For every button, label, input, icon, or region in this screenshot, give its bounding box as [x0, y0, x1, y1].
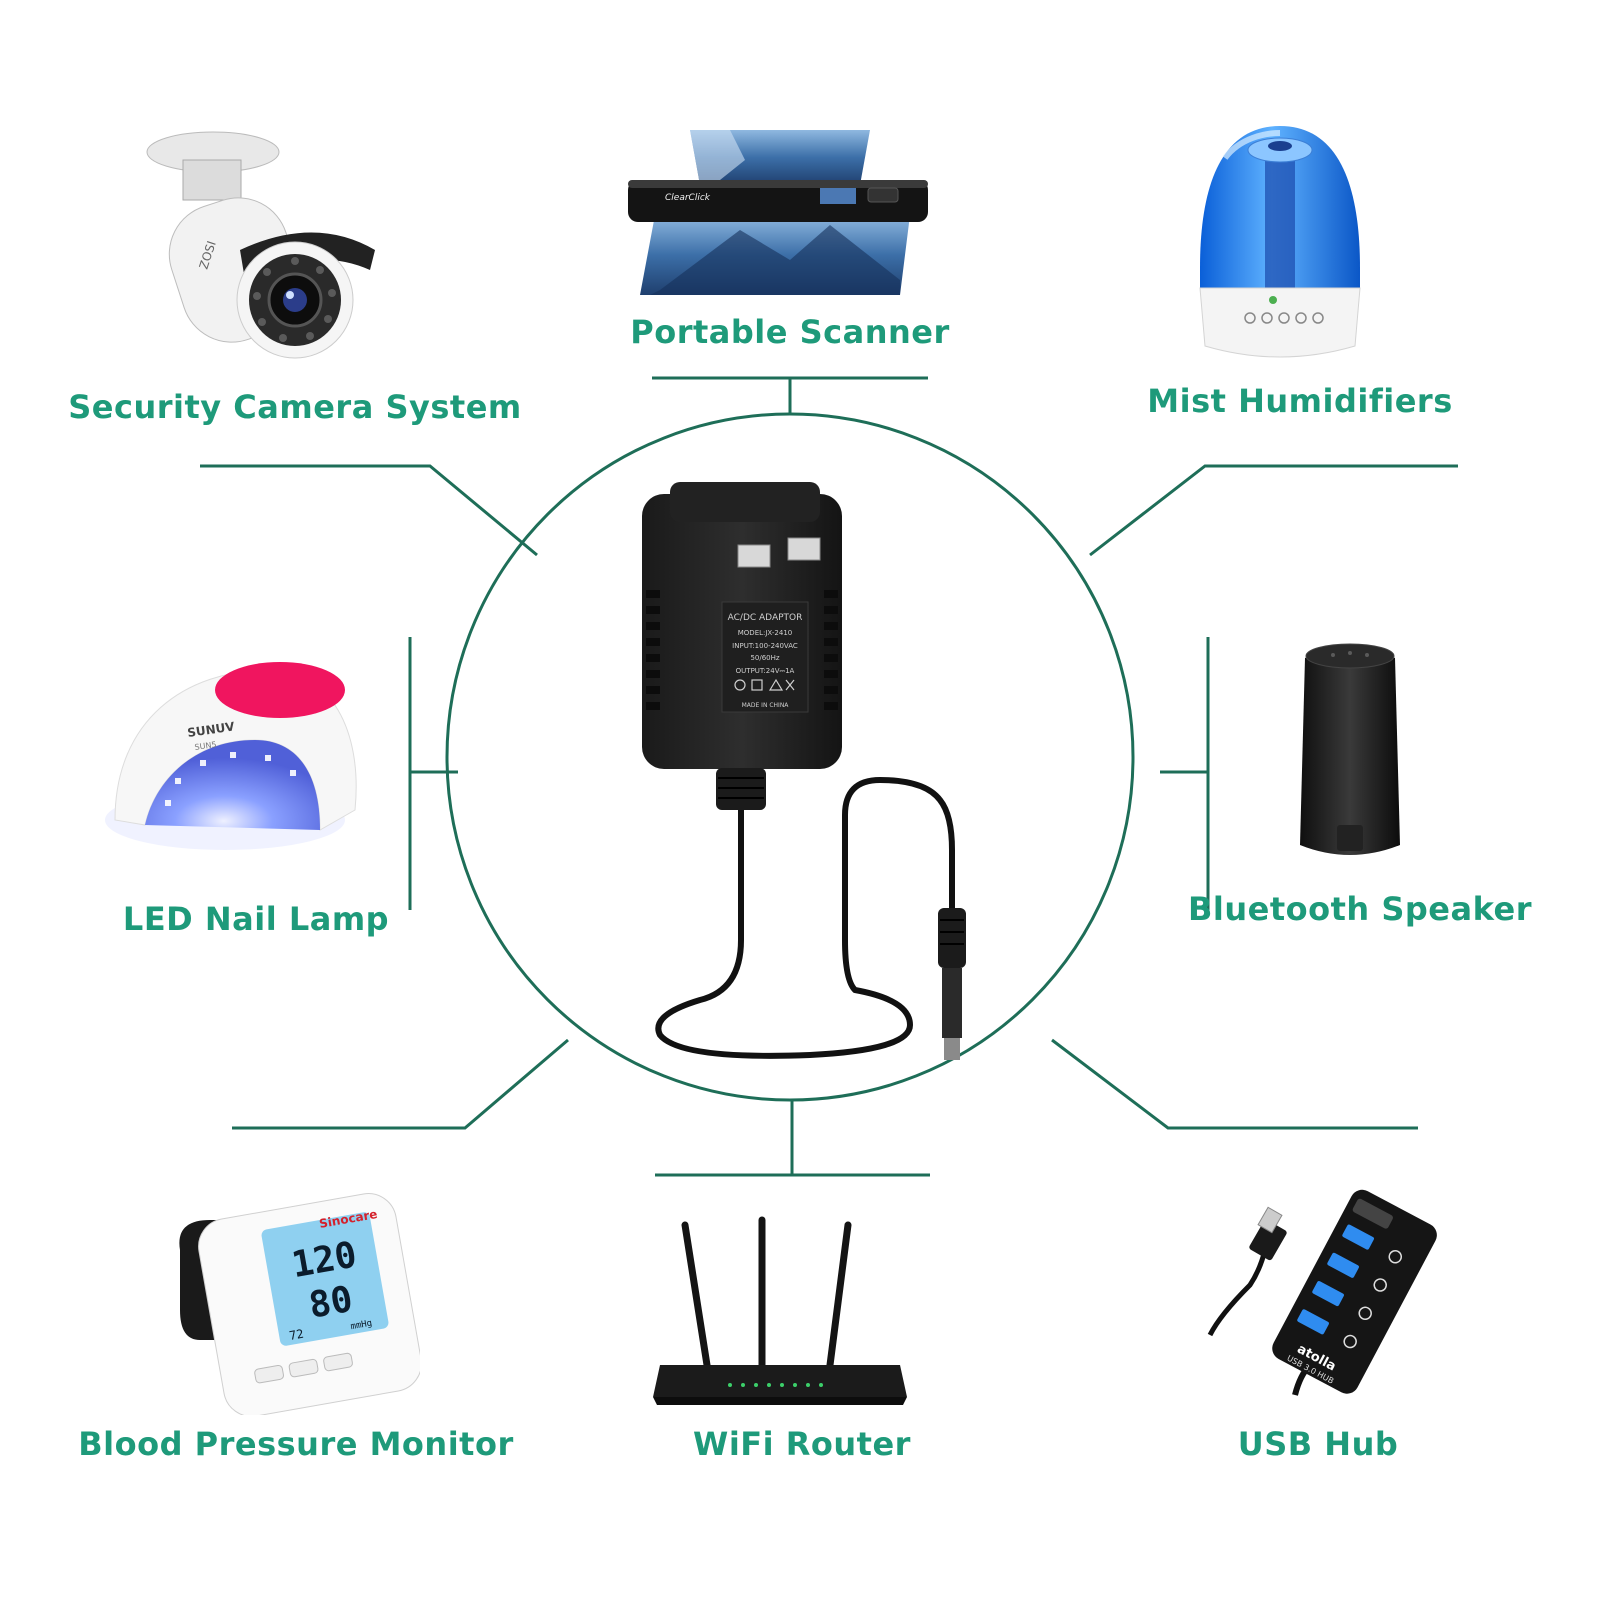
- plate-line: 50/60Hz: [750, 654, 779, 662]
- label-security-camera-system: Security Camera System: [68, 388, 522, 426]
- adapter-prong-left: [737, 544, 771, 568]
- lamp-pink-top: [215, 662, 345, 718]
- dc-plug-barrel: [942, 968, 962, 1038]
- connector-bottom-left: [232, 1038, 569, 1130]
- adapter-cable: [655, 776, 955, 1059]
- portable-scanner-image: ClearClick: [620, 130, 935, 310]
- scanner-brand: ClearClick: [665, 193, 711, 203]
- lamp-brand: SUNUV: [186, 719, 236, 740]
- label-blood-pressure-monitor: Blood Pressure Monitor: [78, 1425, 514, 1463]
- bp-pulse-value: 72: [288, 1327, 305, 1343]
- adapter-label-plate: [721, 601, 809, 713]
- plate-line: OUTPUT:24V⎓1A: [736, 667, 795, 675]
- lamp-model: SUN5: [194, 740, 217, 752]
- label-usb-hub: USB Hub: [1237, 1425, 1399, 1463]
- security-camera-image: ZOSI: [145, 130, 385, 365]
- router-body: [653, 1365, 907, 1397]
- connector-top-left: [200, 464, 538, 557]
- bp-dia-value: 80: [306, 1279, 356, 1327]
- label-bluetooth-speaker: Bluetooth Speaker: [1188, 890, 1532, 928]
- lamp-uv-chamber: [145, 740, 320, 830]
- connector-bottom-right: [1051, 1038, 1418, 1130]
- router-antenna-left: [681, 1221, 711, 1369]
- plate-line: MODEL:JX-2410: [738, 629, 792, 637]
- plate-line: AC/DC ADAPTOR: [728, 613, 803, 623]
- dc-plug-body: [938, 908, 966, 968]
- ac-dc-adapter-image: AC/DC ADAPTOR MODEL:JX-2410 INPUT:100-24…: [640, 480, 1010, 1080]
- humidifier-image: [1195, 118, 1365, 368]
- label-portable-scanner: Portable Scanner: [630, 313, 950, 351]
- connector-top-right: [1089, 464, 1458, 557]
- label-mist-humidifiers: Mist Humidifiers: [1147, 382, 1453, 420]
- usb-hub-image: atolla USB 3.0 HUB: [1200, 1185, 1440, 1410]
- bluetooth-speaker-image: [1295, 640, 1405, 865]
- bp-unit: mmHg: [350, 1319, 373, 1333]
- plate-line: INPUT:100-240VAC: [732, 642, 798, 650]
- humidifier-base: [1199, 287, 1361, 358]
- speaker-body: [1300, 649, 1400, 855]
- plate-line: MADE IN CHINA: [742, 702, 790, 709]
- led-nail-lamp-image: SUNUV SUN5: [105, 660, 375, 860]
- hub-body: [1272, 1189, 1437, 1394]
- bp-screen: [261, 1212, 389, 1346]
- blood-pressure-monitor-image: 120 80 72 mmHg Sinocare: [170, 1190, 420, 1415]
- wifi-router-image: [645, 1215, 915, 1420]
- router-antenna-right: [826, 1221, 852, 1369]
- label-led-nail-lamp: LED Nail Lamp: [122, 900, 390, 938]
- adapter-prong-right: [787, 537, 821, 561]
- label-wifi-router: WiFi Router: [693, 1425, 911, 1463]
